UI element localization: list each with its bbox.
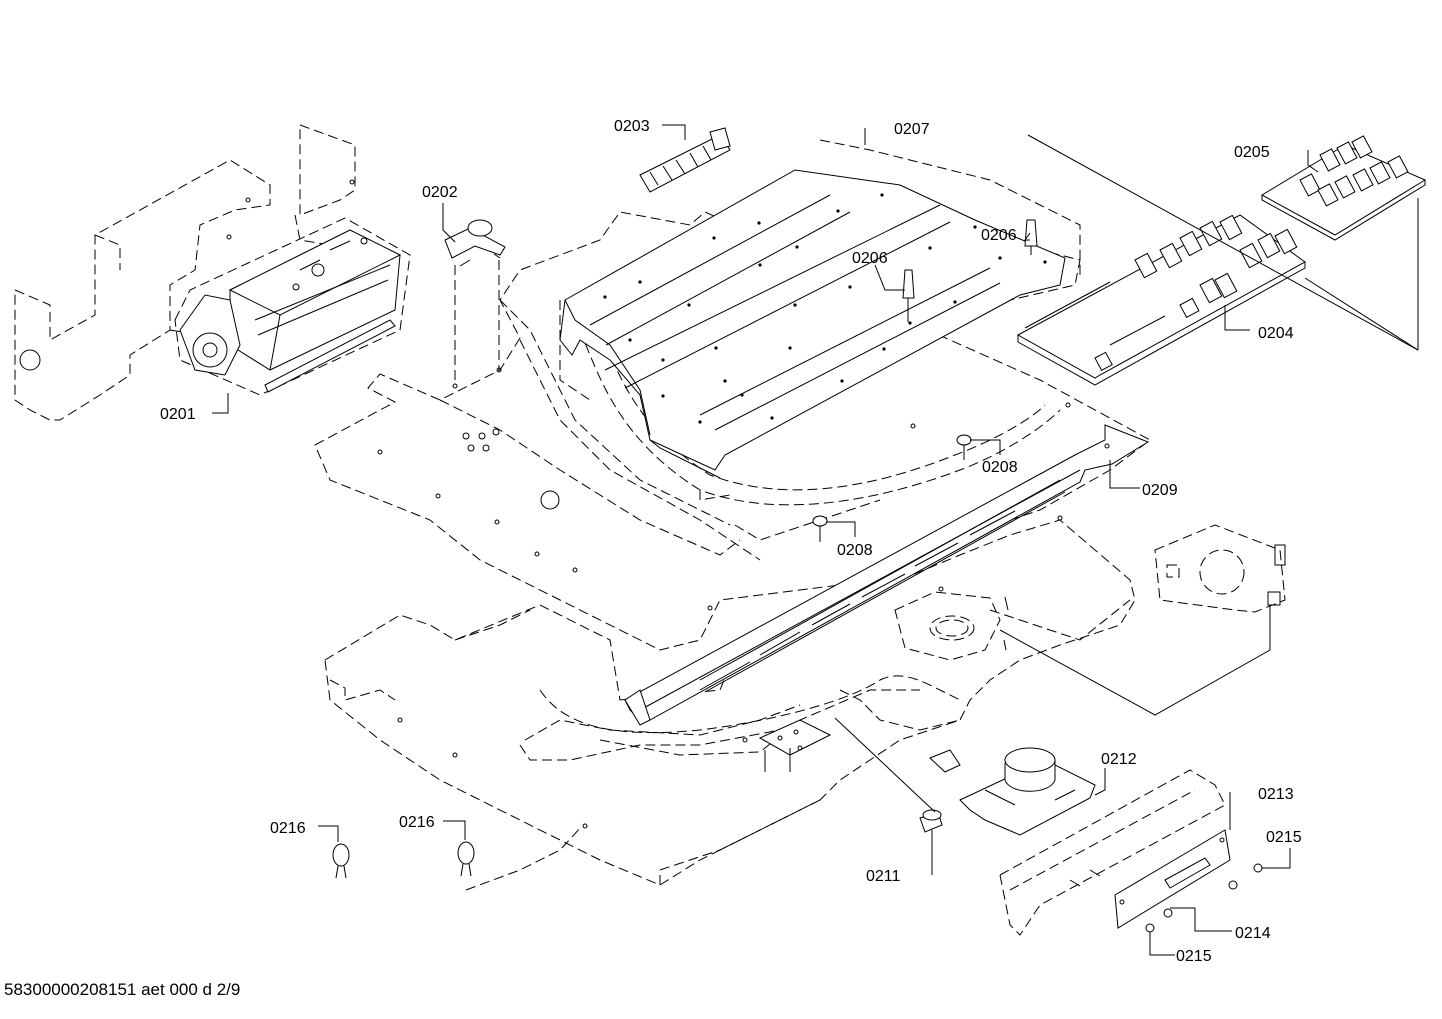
callout-0211: 0211 bbox=[866, 868, 901, 885]
callout-0202: 0202 bbox=[422, 184, 458, 201]
callout-0203: 0203 bbox=[614, 118, 650, 135]
callout-0207: 0207 bbox=[894, 121, 930, 138]
screw-0208 bbox=[812, 434, 972, 542]
control-board-0204 bbox=[1016, 214, 1306, 386]
cover-plate-holes bbox=[603, 193, 1047, 424]
callout-0212: 0212 bbox=[1101, 751, 1137, 768]
bracket-0213 bbox=[999, 769, 1231, 936]
diagram-reference-number: 58300000208151 aet 000 d 2/9 bbox=[4, 980, 241, 999]
thermal-fuse-0211 bbox=[758, 717, 943, 833]
leader-lines bbox=[212, 124, 1319, 956]
right-cover-outline bbox=[999, 524, 1286, 716]
screws-0214-0215 bbox=[1145, 863, 1263, 933]
thermostat-0202 bbox=[444, 219, 506, 389]
callout-0206-a: 0206 bbox=[852, 250, 888, 267]
callout-0208-a: 0208 bbox=[982, 459, 1018, 476]
callout-0209: 0209 bbox=[1142, 482, 1178, 499]
feet-0216 bbox=[332, 825, 583, 891]
cable-clip-0203 bbox=[639, 127, 731, 193]
callout-labels: 0201 0202 0203 0204 0205 0206 0206 0207 … bbox=[160, 118, 1302, 965]
callout-0201: 0201 bbox=[160, 406, 196, 423]
rear-duct-outline bbox=[14, 124, 356, 421]
callout-0214: 0214 bbox=[1235, 925, 1271, 942]
callout-0208-b: 0208 bbox=[837, 542, 873, 559]
base-holes bbox=[377, 402, 1071, 829]
callout-0216-b: 0216 bbox=[399, 814, 435, 831]
relay-board-0205 bbox=[1027, 134, 1427, 351]
rail-0209 bbox=[624, 423, 1150, 726]
callout-0205: 0205 bbox=[1234, 144, 1270, 161]
callout-0215-a: 0215 bbox=[1266, 829, 1302, 846]
callout-0213: 0213 bbox=[1258, 786, 1294, 803]
callout-0215-b: 0215 bbox=[1176, 948, 1212, 965]
fan-motor-assembly-0201 bbox=[174, 217, 411, 396]
cover-plate-0207 bbox=[559, 169, 1066, 479]
callout-0216-a: 0216 bbox=[270, 820, 306, 837]
relays bbox=[1094, 214, 1298, 372]
fastener-0206 bbox=[902, 219, 1038, 322]
callout-0204: 0204 bbox=[1258, 325, 1294, 342]
callout-0206-b: 0206 bbox=[981, 227, 1017, 244]
motor-switch-0212 bbox=[929, 747, 1096, 836]
floor-fan-outline bbox=[894, 586, 1009, 661]
